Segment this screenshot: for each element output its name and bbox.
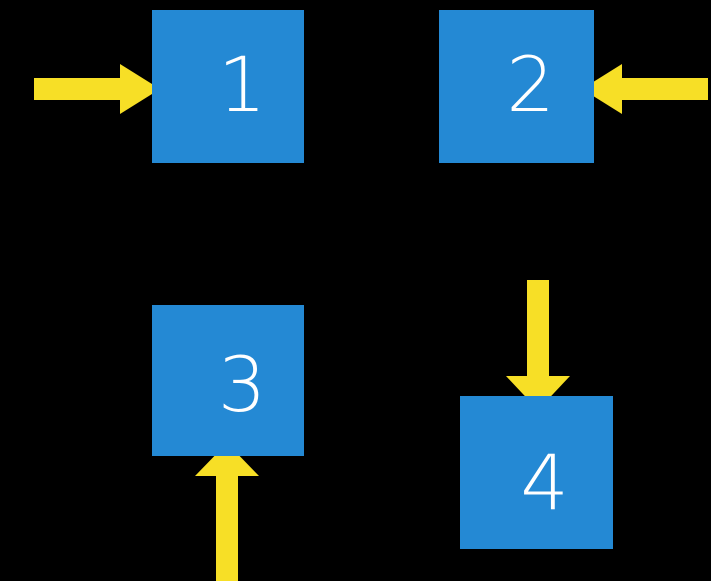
- arrow-up-icon: [195, 443, 259, 581]
- node-label-3: 3: [217, 339, 267, 429]
- node-box-4[interactable]: 4: [460, 396, 613, 549]
- arrow-down-icon: [506, 280, 570, 410]
- arrow-left-icon: [582, 64, 708, 114]
- node-box-1[interactable]: 1: [152, 10, 304, 163]
- arrow-right-icon: [34, 64, 160, 114]
- node-label-1: 1: [217, 39, 267, 129]
- node-label-4: 4: [520, 437, 569, 527]
- node-box-2[interactable]: 2: [439, 10, 594, 163]
- node-label-2: 2: [506, 39, 555, 129]
- node-box-3[interactable]: 3: [152, 305, 304, 456]
